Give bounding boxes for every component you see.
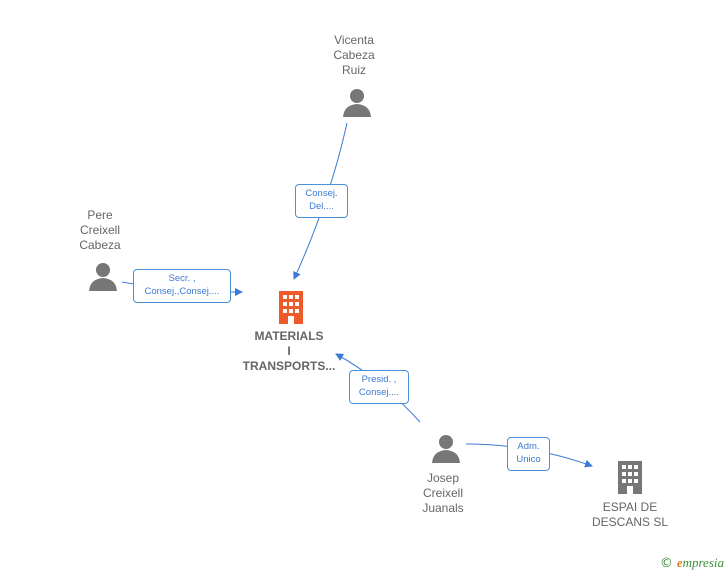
person-icon[interactable] xyxy=(431,434,461,464)
brand-logo[interactable]: ©empresia xyxy=(660,555,724,571)
copyright-symbol: © xyxy=(659,556,673,571)
person-label-pere[interactable]: Pere Creixell Cabeza xyxy=(79,208,121,252)
company-building-icon[interactable] xyxy=(616,460,644,494)
main-company-building-icon[interactable] xyxy=(277,290,305,324)
role-box-pere[interactable]: Secr. , Consej.,Consej.... xyxy=(133,269,231,303)
person-label-vicenta[interactable]: Vicenta Cabeza Ruiz xyxy=(333,33,375,77)
person-icon[interactable] xyxy=(88,262,118,292)
person-icon[interactable] xyxy=(342,88,372,118)
main-company-label[interactable]: MATERIALS I TRANSPORTS... xyxy=(242,329,336,373)
role-box-josep-espai[interactable]: Adm. Unico xyxy=(507,437,550,471)
role-box-josep[interactable]: Presid. , Consej.... xyxy=(349,370,409,404)
company-label-espai[interactable]: ESPAI DE DESCANS SL xyxy=(591,500,669,529)
brand-name: mpresia xyxy=(682,555,724,570)
person-label-josep[interactable]: Josep Creixell Juanals xyxy=(422,471,464,515)
role-box-vicenta[interactable]: Consej. Del.... xyxy=(295,184,348,218)
brand-initial: e xyxy=(676,555,683,570)
